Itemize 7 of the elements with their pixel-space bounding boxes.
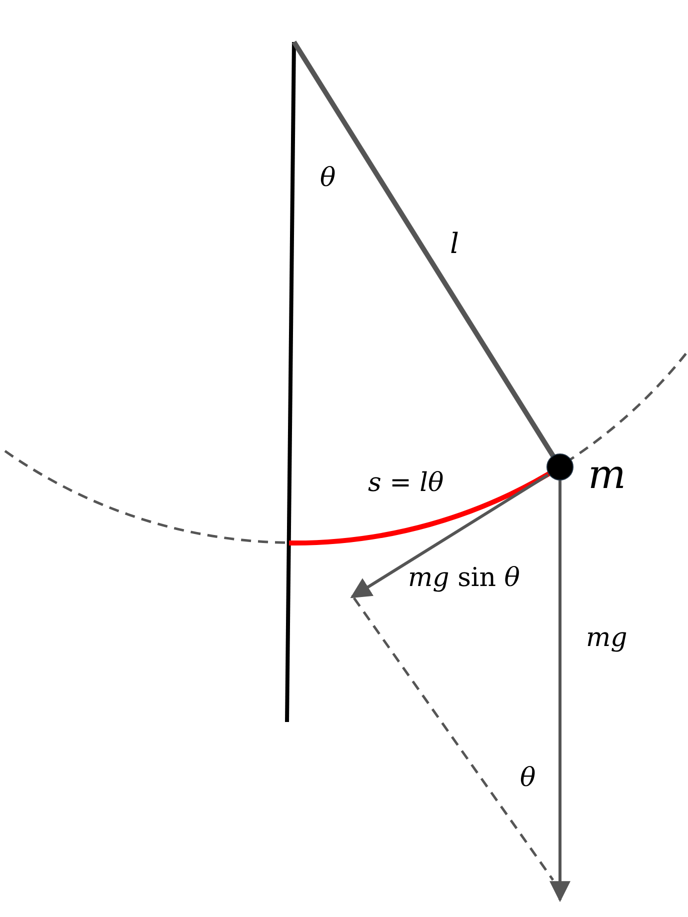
force-label: mg [586,625,628,651]
arc-length-label: s = lθ [368,470,444,496]
angle-label: θ [520,765,536,791]
force-label: mg sin θ [408,565,520,591]
angle-label: θ [320,165,336,191]
mass-label: m [588,455,626,495]
length-label: l [450,230,459,258]
